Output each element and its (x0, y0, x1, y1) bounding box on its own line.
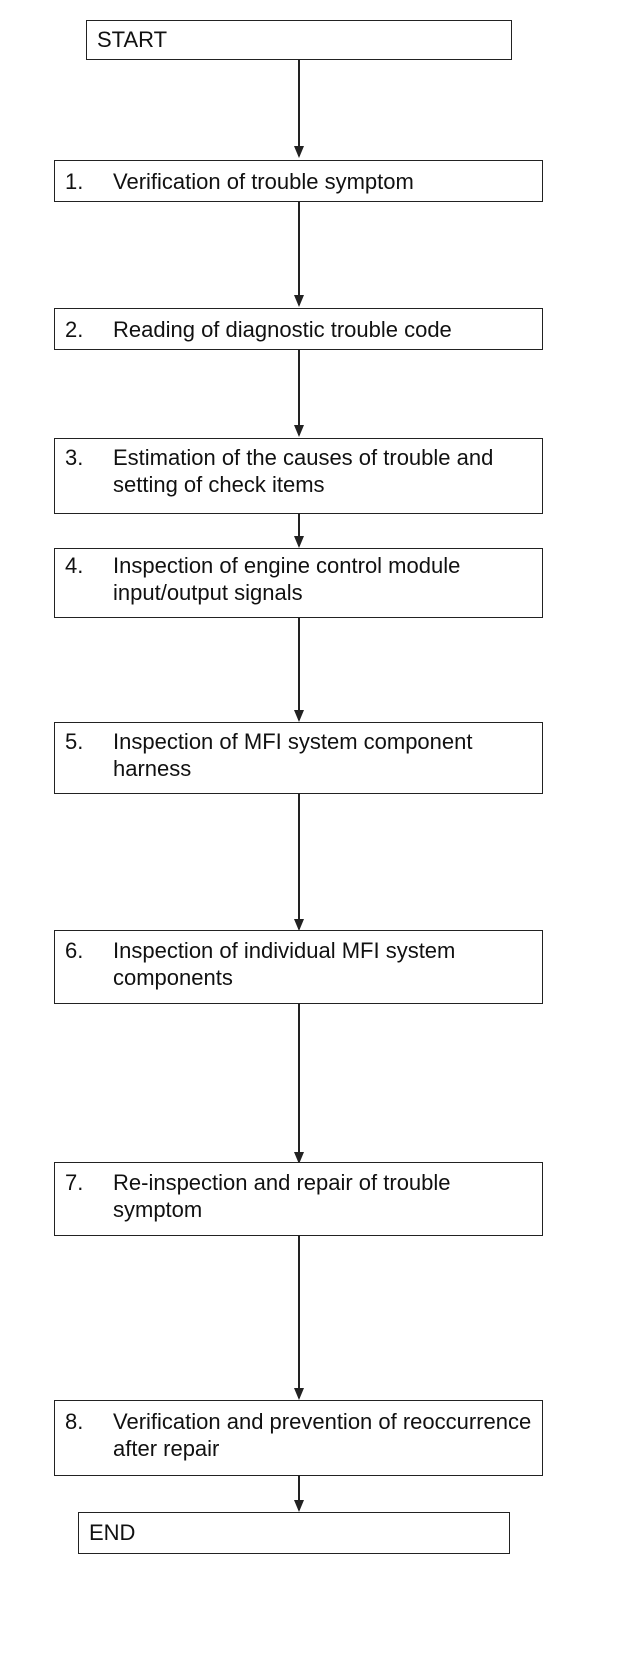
start-label: START (97, 27, 168, 52)
step-1-number: 1. (65, 169, 84, 194)
step-6-box: 6. Inspection of individual MFI system c… (54, 930, 543, 1004)
step-1-box: 1. Verification of trouble symptom (54, 160, 543, 202)
arrow-step-3-to-step-4 (294, 514, 304, 548)
arrow-step-5-to-step-6 (294, 794, 304, 931)
step-8-text: Verification and prevention of reoccurre… (113, 1409, 532, 1461)
arrow-step-1-to-step-2 (294, 202, 304, 307)
step-2-box: 2. Reading of diagnostic trouble code (54, 308, 543, 350)
start-box: START (86, 20, 512, 60)
step-7-box: 7. Re-inspection and repair of trouble s… (54, 1162, 543, 1236)
arrow-step-2-to-step-3 (294, 350, 304, 437)
step-3-number: 3. (65, 445, 84, 470)
step-5-number: 5. (65, 729, 84, 754)
step-3-text: Estimation of the causes of trouble and … (113, 445, 494, 497)
arrow-step-6-to-step-7 (294, 1004, 304, 1164)
step-2-number: 2. (65, 317, 84, 342)
step-5-box: 5. Inspection of MFI system component ha… (54, 722, 543, 794)
step-7-text: Re-inspection and repair of trouble symp… (113, 1170, 451, 1222)
step-8-number: 8. (65, 1409, 84, 1434)
step-2-text: Reading of diagnostic trouble code (113, 317, 452, 342)
step-4-number: 4. (65, 553, 84, 578)
step-8-box: 8. Verification and prevention of reoccu… (54, 1400, 543, 1476)
step-4-text: Inspection of engine control module inpu… (113, 553, 461, 605)
end-box: END (78, 1512, 510, 1554)
arrow-step-8-to-end (294, 1476, 304, 1512)
end-label: END (89, 1520, 136, 1545)
arrow-step-7-to-step-8 (294, 1236, 304, 1400)
step-3-box: 3. Estimation of the causes of trouble a… (54, 438, 543, 514)
arrow-start-to-step-1 (294, 60, 304, 158)
step-6-text: Inspection of individual MFI system comp… (113, 938, 456, 990)
step-6-number: 6. (65, 938, 84, 963)
step-5-text: Inspection of MFI system component harne… (113, 729, 473, 781)
arrow-step-4-to-step-5 (294, 618, 304, 722)
step-7-number: 7. (65, 1170, 84, 1195)
step-1-text: Verification of trouble symptom (113, 169, 414, 194)
step-4-box: 4. Inspection of engine control module i… (54, 548, 543, 618)
